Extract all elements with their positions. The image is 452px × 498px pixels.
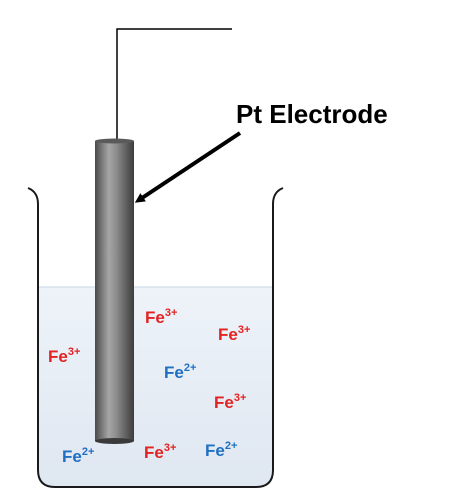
wire [116, 28, 232, 143]
ion-fe3: Fe3+ [145, 307, 177, 327]
ion-symbol: Fe [145, 308, 165, 327]
ion-fe3: Fe3+ [48, 346, 80, 366]
ion-charge: 3+ [238, 324, 251, 336]
ion-charge: 3+ [164, 442, 177, 454]
ion-symbol: Fe [48, 347, 68, 366]
ion-charge: 2+ [225, 440, 238, 452]
ion-symbol: Fe [205, 441, 225, 460]
ion-fe3: Fe3+ [144, 442, 176, 462]
ion-charge: 3+ [234, 392, 247, 404]
ion-fe2: Fe2+ [164, 362, 196, 382]
ion-fe2: Fe2+ [62, 446, 94, 466]
ion-symbol: Fe [218, 325, 238, 344]
ion-symbol: Fe [214, 393, 234, 412]
pt-electrode [95, 138, 134, 444]
ion-symbol: Fe [144, 443, 164, 462]
ion-fe3: Fe3+ [214, 392, 246, 412]
ions-group: Fe3+Fe3+Fe3+Fe2+Fe3+Fe2+Fe3+Fe2+ [48, 307, 250, 466]
electrode-label: Pt Electrode [236, 99, 388, 129]
label-arrow [134, 131, 242, 203]
ion-charge: 2+ [82, 446, 95, 458]
ion-symbol: Fe [62, 447, 82, 466]
ion-charge: 3+ [68, 346, 81, 358]
ion-fe2: Fe2+ [205, 440, 237, 460]
ion-charge: 3+ [165, 307, 178, 319]
ion-charge: 2+ [184, 362, 197, 374]
beaker [27, 187, 284, 488]
ion-symbol: Fe [164, 363, 184, 382]
ion-fe3: Fe3+ [218, 324, 250, 344]
